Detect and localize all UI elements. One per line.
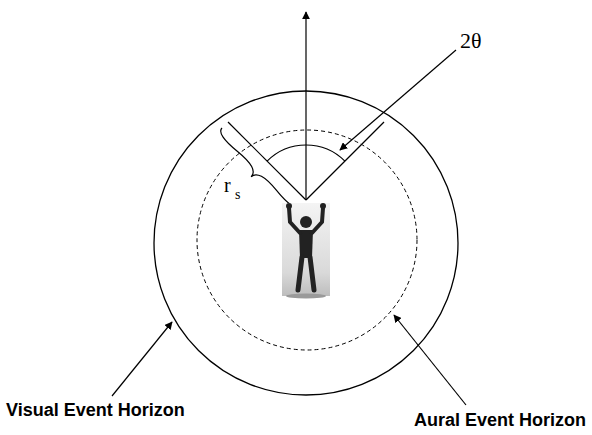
- horizon-label: Visual Event Horizon: [6, 400, 185, 421]
- radius-label: r: [224, 174, 231, 197]
- leader-arrow: [394, 315, 466, 405]
- aural-horizon-circle: [197, 130, 417, 350]
- angle-arc: [267, 145, 345, 161]
- horizon-label: Aural Event Horizon: [414, 410, 586, 431]
- angle-label: 2θ: [460, 28, 482, 53]
- person-figure: [282, 203, 330, 299]
- leader-arrow: [112, 322, 172, 396]
- radius-brace: [221, 128, 300, 207]
- direction-arrow: [305, 12, 306, 200]
- radius-subscript: s: [235, 187, 240, 203]
- leader-arrow: [340, 50, 456, 150]
